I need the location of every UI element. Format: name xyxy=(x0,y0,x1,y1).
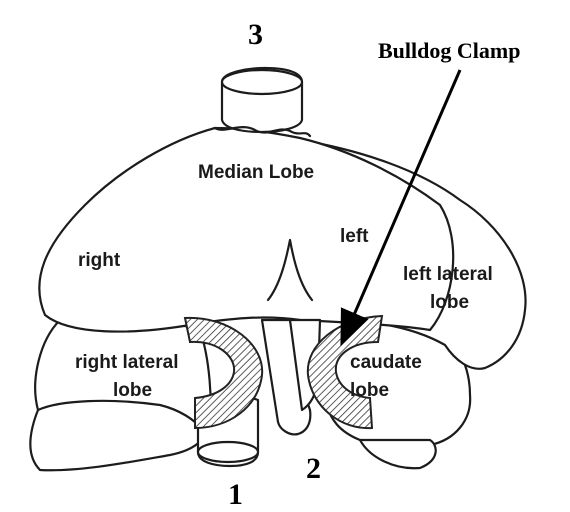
median-lobe-label: Median Lobe xyxy=(198,162,314,183)
portal-vein-left-opening xyxy=(198,442,258,462)
label-number-1: 1 xyxy=(228,478,243,511)
caudate-lobe-label-line1: caudate xyxy=(350,352,422,373)
caudate-lobe-label-line2: lobe xyxy=(350,380,389,401)
right-lobe-label: right xyxy=(78,250,121,271)
right-lateral-lobe-label-line1: right lateral xyxy=(75,352,178,373)
caudate-lower-lobe-outline xyxy=(360,440,436,468)
label-number-3: 3 xyxy=(248,18,263,51)
bulldog-clamp-label: Bulldog Clamp xyxy=(378,38,520,63)
left-lateral-lobe-label-line1: left lateral xyxy=(403,264,493,285)
label-number-2: 2 xyxy=(306,452,321,485)
left-lateral-lobe-label-line2: lobe xyxy=(430,292,469,313)
vena-cava-top-opening xyxy=(222,70,302,94)
left-lobe-label: left xyxy=(340,226,369,247)
right-lateral-lobe-label-line2: lobe xyxy=(113,380,152,401)
